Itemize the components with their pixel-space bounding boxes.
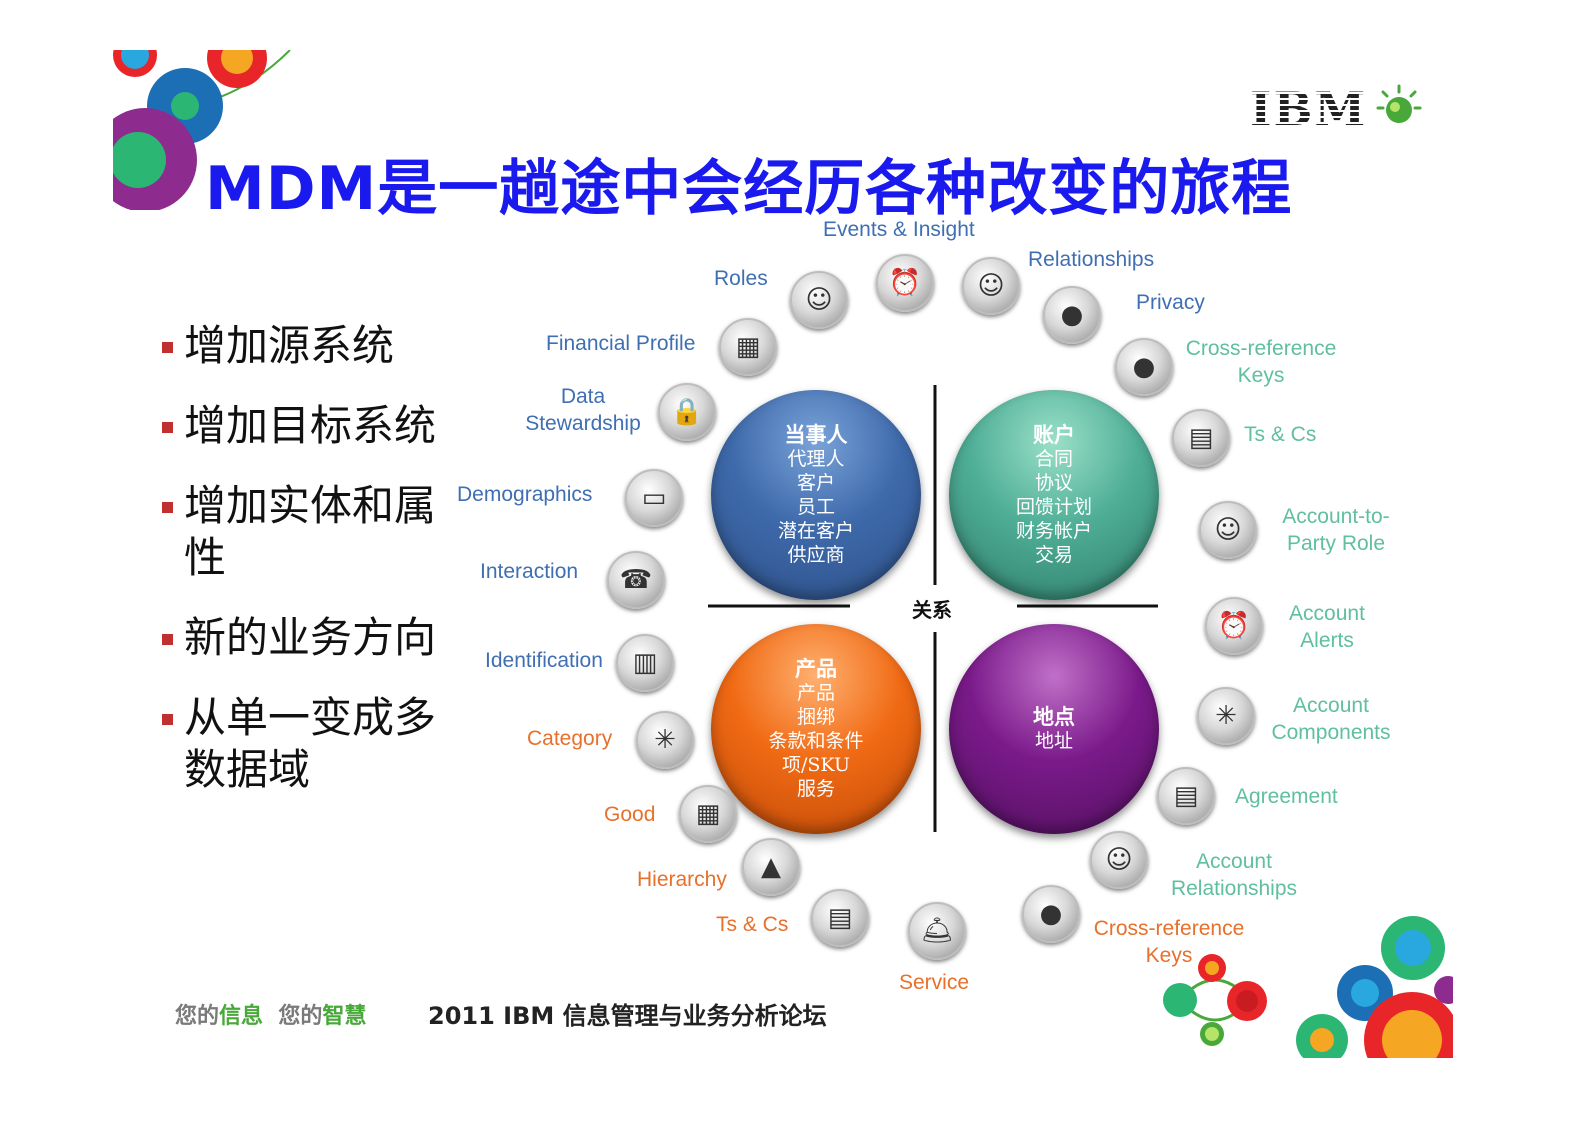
document-icon: ▤ — [811, 889, 869, 947]
keyhole-icon: ● — [1115, 338, 1173, 396]
party-item: 潜在客户 — [777, 520, 854, 542]
alarm-clock-icon: ⏰ — [876, 254, 934, 312]
keyhole-icon: ● — [1022, 885, 1080, 943]
account-item: 协议 — [1034, 472, 1073, 494]
document-icon: ▤ — [1172, 409, 1230, 467]
passport-icon: ▥ — [616, 634, 674, 692]
location-item: 地址 — [1034, 730, 1073, 752]
identification-label: Identification — [485, 649, 603, 672]
smarter-planet-icon — [1376, 84, 1422, 123]
account-circle: 账户 合同 协议 回馈计划 财务帐户 交易 — [949, 390, 1159, 600]
financial-profile-label: Financial Profile — [546, 332, 696, 355]
footer-forum-title: 2011 IBM 信息管理与业务分析论坛 — [428, 1002, 827, 1030]
bottom-right-decoration — [1163, 916, 1453, 1058]
ts-cs-account-label: Ts & Cs — [1244, 423, 1317, 446]
account-item: 交易 — [1034, 544, 1073, 566]
product-item: 产品 — [796, 682, 835, 704]
pyramid-icon: ▲ — [742, 838, 800, 896]
product-heading: 产品 — [795, 657, 837, 681]
quadrant-divider — [708, 385, 1158, 832]
ts-cs-product-label: Ts & Cs — [716, 913, 789, 936]
hierarchy-label: Hierarchy — [637, 868, 727, 891]
party-heading: 当事人 — [784, 423, 848, 447]
account-item: 财务帐户 — [1015, 520, 1092, 542]
location-heading: 地点 — [1033, 705, 1075, 729]
events-insight-label: Events & Insight — [823, 218, 975, 241]
face-icon: ☺ — [962, 257, 1020, 315]
bell-icon: 🛎 — [908, 902, 966, 960]
bullet-item: 增加目标系统 — [160, 400, 460, 452]
party-circle: 当事人 代理人 客户 员工 潜在客户 供应商 — [711, 390, 921, 600]
pie-icon: ✳ — [636, 711, 694, 769]
face-icon: ☺ — [790, 271, 848, 329]
account-item: 回馈计划 — [1015, 496, 1092, 518]
party-item: 代理人 — [787, 448, 845, 470]
footer-word: 您的 — [175, 1004, 220, 1029]
service-label: Service — [899, 971, 970, 994]
face-icon: ☺ — [1090, 831, 1148, 889]
footer-word: 您的 — [278, 1004, 323, 1029]
bullet-item: 新的业务方向 — [160, 612, 460, 664]
product-circle: 产品 产品 捆绑 条款和条件 项/SKU 服务 — [711, 624, 921, 834]
agreement-label: Agreement — [1235, 785, 1338, 808]
party-item: 客户 — [796, 472, 835, 494]
footer-word: 智慧 — [322, 1004, 367, 1029]
pie-icon: ✳ — [1197, 687, 1255, 745]
roles-label: Roles — [714, 267, 768, 290]
account-to-party-role-label: Account-to- Party Role — [1282, 505, 1390, 555]
bullet-item: 增加源系统 — [160, 320, 460, 372]
alarm-clock-icon: ⏰ — [1205, 597, 1263, 655]
category-label: Category — [527, 727, 613, 750]
product-item: 条款和条件 — [768, 730, 864, 752]
account-alerts-label: Account Alerts — [1289, 602, 1365, 652]
document-icon: ▤ — [1157, 767, 1215, 825]
account-components-label: Account Components — [1271, 694, 1391, 744]
phone-person-icon: ☎ — [607, 551, 665, 609]
face-icon: ☺ — [1199, 501, 1257, 559]
footer-word: 信息 — [219, 1004, 264, 1029]
data-stewardship-label: Data Stewardship — [525, 385, 641, 435]
location-circle: 地点 地址 — [949, 624, 1159, 834]
spreadsheet-icon: ▦ — [719, 318, 777, 376]
relationship-label: 关系 — [912, 598, 952, 622]
good-label: Good — [604, 803, 656, 826]
cross-reference-keys-bottom-label: Cross-reference Keys — [1093, 917, 1245, 967]
account-relationships-label: Account Relationships — [1170, 850, 1298, 900]
page-title: MDM是一趟途中会经历各种改变的旅程 — [205, 154, 1293, 224]
top-left-decoration — [113, 50, 291, 210]
demographics-label: Demographics — [457, 483, 593, 506]
footer-slogan: 您的信息 您的智慧 — [175, 998, 366, 1030]
padlock-icon: 🔒 — [658, 383, 716, 441]
ibm-logo: IBM — [1250, 82, 1368, 136]
product-item: 项/SKU — [782, 754, 850, 776]
product-item: 捆绑 — [796, 706, 835, 728]
privacy-label: Privacy — [1136, 291, 1205, 314]
clipboard-icon: ▭ — [625, 469, 683, 527]
party-item: 员工 — [796, 496, 835, 518]
keyhole-icon: ● — [1043, 286, 1101, 344]
account-heading: 账户 — [1033, 423, 1075, 447]
account-item: 合同 — [1034, 448, 1073, 470]
relationships-label: Relationships — [1028, 248, 1155, 271]
product-item: 服务 — [796, 778, 835, 800]
bullet-list: 增加源系统 增加目标系统 增加实体和属性 新的业务方向 从单一变成多数据域 — [160, 320, 460, 824]
bullet-item: 增加实体和属性 — [160, 480, 460, 584]
calculator-icon: ▦ — [679, 785, 737, 843]
party-item: 供应商 — [787, 544, 845, 566]
cross-reference-keys-label: Cross-reference Keys — [1185, 337, 1337, 387]
bullet-item: 从单一变成多数据域 — [160, 692, 460, 796]
interaction-label: Interaction — [480, 560, 579, 583]
